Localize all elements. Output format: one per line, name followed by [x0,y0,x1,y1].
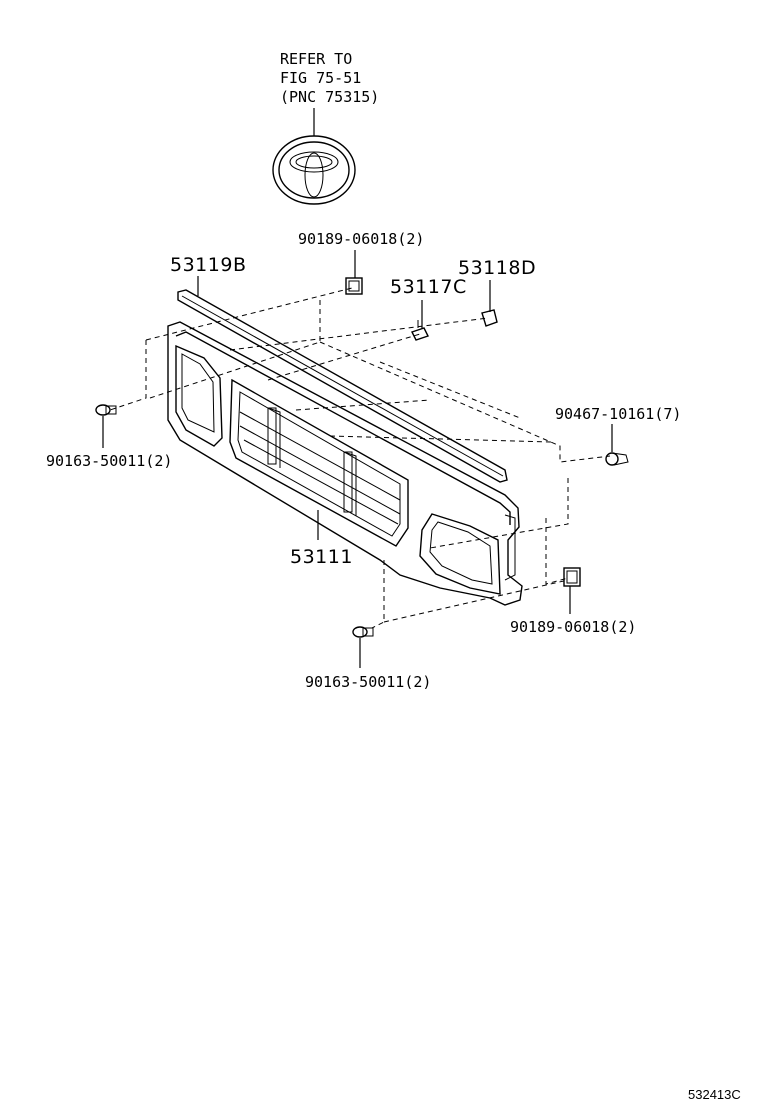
diagram-code: 532413C [688,1087,741,1102]
callout-screw-left: 90163-50011(2) [46,452,173,470]
callout-nut-top: 90189-06018(2) [298,230,425,248]
callout-retainer-d: 53118D [458,257,537,279]
callout-clip-right: 90467-10161(7) [555,405,682,423]
clip-c [411,320,429,341]
nut-top [345,277,363,295]
screw-bottom [352,626,374,638]
callout-grille: 53111 [290,546,353,568]
screw-left [95,404,117,416]
callout-clip-c: 53117C [390,276,467,298]
radiator-grille [167,321,523,606]
emblem [272,135,356,205]
clip-right [605,452,629,466]
retainer-d [481,309,498,327]
reference-line-1: REFER TO [280,50,353,68]
assembly-lines [109,287,611,629]
reference-line-3: (PNC 75315) [280,88,380,106]
callout-molding: 53119B [170,254,247,276]
callout-nut-bottom: 90189-06018(2) [510,618,637,636]
molding-strip [177,289,508,483]
reference-line-2: FIG 75-51 [280,69,362,87]
callout-screw-bottom: 90163-50011(2) [305,673,432,691]
nut-bottom [563,567,581,587]
